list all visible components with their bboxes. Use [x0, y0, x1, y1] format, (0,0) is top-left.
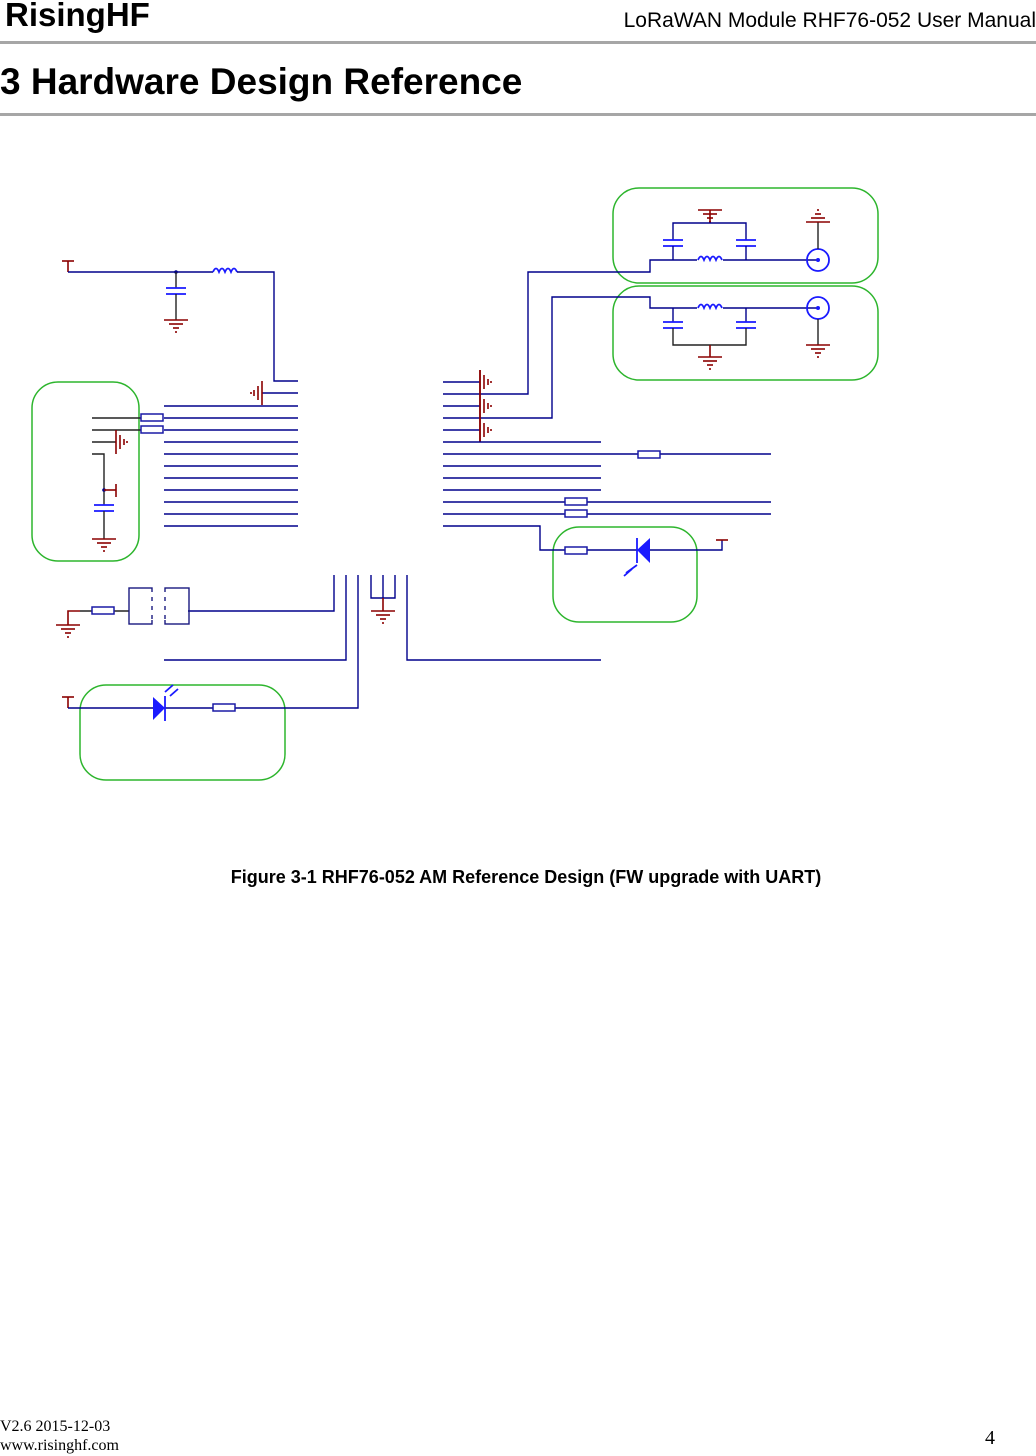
boot-switch-circuit: [55, 587, 190, 638]
rf-match-box-2: [612, 285, 879, 381]
figure-caption: Figure 3-1 RHF76-052 AM Reference Design…: [230, 867, 822, 887]
module-right-pins: [443, 259, 818, 518]
rf-matching-1: [662, 209, 831, 272]
supply-inductor-net: [61, 260, 298, 406]
footer-website[interactable]: www.risinghf.com: [0, 1437, 119, 1454]
header-divider: [0, 41, 1036, 44]
power-filter-box: [31, 381, 140, 562]
status-led-right: [443, 525, 728, 577]
group-boxes: [31, 187, 879, 781]
led-box-left: [79, 684, 286, 781]
footer-version: V2.6 2015-12-03: [0, 1418, 111, 1435]
document-title: LoRaWAN Module RHF76-052 User Manual: [623, 9, 1036, 32]
led-box-right: [552, 526, 698, 623]
section-heading: 3 Hardware Design Reference: [0, 61, 523, 102]
module-bottom-pins: [164, 575, 601, 709]
brand-logo-text: RisingHF: [5, 0, 150, 33]
page-number: 4: [985, 1427, 995, 1449]
rf-match-box-1: [612, 187, 879, 284]
module-left-pins: [164, 405, 298, 527]
status-led-left: [62, 684, 240, 721]
rf-matching-2: [662, 296, 831, 370]
section-divider: [0, 113, 1036, 116]
power-filter-circuit: [91, 413, 164, 552]
